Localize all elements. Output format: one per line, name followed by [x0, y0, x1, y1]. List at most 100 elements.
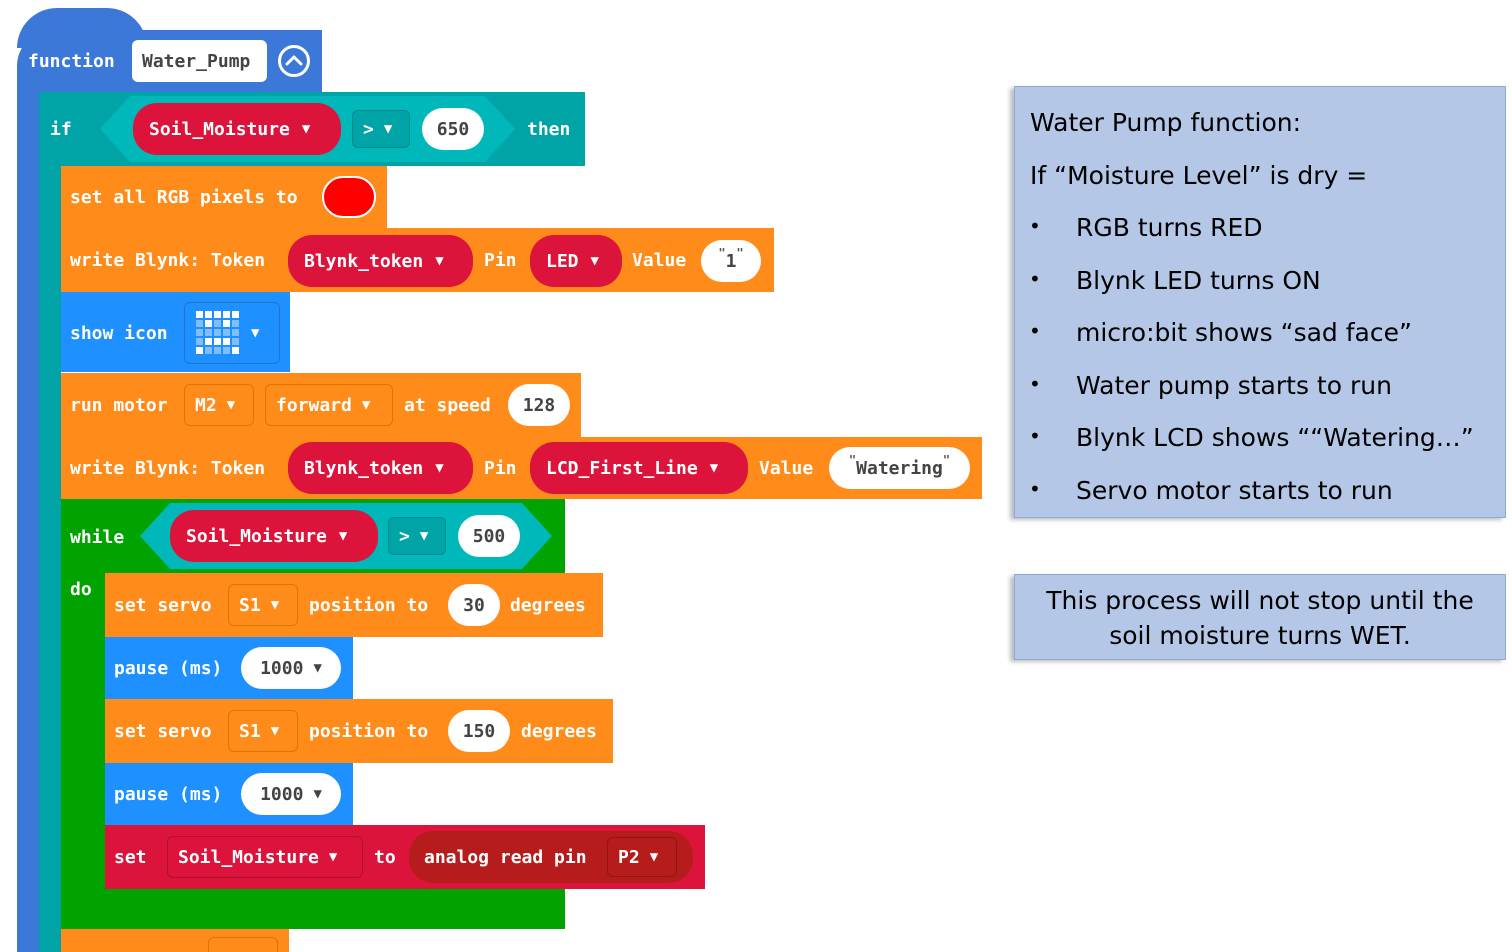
servo-angle-input[interactable]: 30 [448, 584, 500, 626]
chevron-down-icon: ▼ [709, 460, 719, 476]
function-keyword: function [28, 51, 115, 72]
blynk-pin-label: LED [546, 250, 579, 272]
bullet-icon: • [1029, 372, 1041, 396]
if-variable-dropdown[interactable]: Soil_Moisture ▼ [133, 103, 341, 155]
while-body-spine [61, 570, 105, 895]
pause-duration: 1000 [260, 657, 304, 679]
while-footer [61, 889, 565, 929]
if-operator-dropdown[interactable]: >▼ [352, 110, 410, 148]
speed-input[interactable]: 128 [508, 384, 570, 426]
blynk-token-dropdown-2[interactable]: Blynk_token ▼ [288, 442, 473, 494]
motor-dropdown[interactable]: M2▼ [184, 384, 254, 426]
servo-dropdown-2[interactable]: S1▼ [228, 710, 298, 752]
pin-label-2: Pin [484, 458, 517, 479]
blynk-write-prefix-2: write Blynk: Token [70, 458, 266, 479]
chevron-down-icon: ▼ [435, 253, 444, 269]
if-operator-label: > [363, 118, 374, 140]
servo-label: S1 [239, 594, 261, 616]
at-speed-label: at speed [404, 395, 491, 416]
analog-pin-dropdown[interactable]: P2 ▼ [607, 837, 677, 877]
blynk-token-label: Blynk_token [304, 250, 424, 272]
servo-dropdown[interactable]: S1 ▼ [228, 584, 298, 626]
set-servo-block-1[interactable] [105, 573, 603, 637]
while-operator-dropdown[interactable]: >▼ [388, 517, 446, 555]
blynk-write-lcd-block[interactable] [61, 437, 982, 499]
lcd-pin-label: LCD_First_Line [546, 457, 698, 479]
value-label: Value [632, 250, 687, 271]
sad-face-icon [196, 311, 239, 354]
chevron-down-icon: ▼ [649, 849, 659, 865]
chevron-down-icon: ▼ [270, 597, 280, 613]
pause-label: pause (ms) [114, 658, 223, 679]
set-variable-label: Soil_Moisture [178, 846, 319, 868]
chevron-down-icon: ▼ [435, 460, 444, 476]
chevron-down-icon: ▼ [361, 397, 371, 413]
chevron-down-icon: ▼ [383, 121, 393, 137]
set-variable-dropdown[interactable]: Soil_Moisture ▼ [167, 836, 363, 878]
blynk-pin-dropdown[interactable]: LED▼ [530, 235, 622, 287]
degrees-label-2: degrees [521, 721, 597, 742]
function-body-spine [17, 90, 39, 952]
note-bullet: RGB turns RED [1076, 213, 1263, 242]
then-keyword: then [527, 119, 571, 140]
blynk-value: 1 [725, 250, 737, 272]
blynk-value-input[interactable]: "1" [701, 240, 761, 282]
value-label-2: Value [759, 458, 814, 479]
bullet-icon: • [1029, 424, 1041, 448]
direction-dropdown[interactable]: forward▼ [265, 384, 393, 426]
collapse-icon[interactable] [278, 45, 310, 77]
if-variable-label: Soil_Moisture [149, 118, 290, 140]
lcd-value-input[interactable]: "Watering" [829, 447, 970, 489]
blynk-write-prefix: write Blynk: Token [70, 250, 266, 271]
next-block-slot [208, 937, 278, 952]
do-keyword: do [70, 579, 92, 600]
note-bullet: Servo motor starts to run [1076, 476, 1393, 505]
while-variable-label: Soil_Moisture [186, 525, 327, 547]
set-servo-block-2[interactable] [105, 699, 613, 763]
servo-label-2: S1 [239, 720, 261, 742]
close-quote: " [736, 246, 744, 260]
blynk-token-label-2: Blynk_token [304, 457, 424, 479]
while-threshold-value: 500 [472, 525, 506, 547]
set-servo-label: set servo [114, 595, 212, 616]
set-servo-label-2: set servo [114, 721, 212, 742]
chevron-down-icon: ▼ [419, 528, 429, 544]
lcd-value: Watering [856, 457, 943, 479]
pin-label: Pin [484, 250, 517, 271]
process-note: This process will not stop until the soi… [1014, 574, 1506, 660]
pause-label-2: pause (ms) [114, 784, 223, 805]
pause-duration-dropdown-2[interactable]: 1000▼ [241, 773, 341, 815]
note-bullet: micro:bit shows “sad face” [1076, 318, 1412, 347]
next-block-partial[interactable] [61, 929, 289, 952]
motor-label: M2 [195, 394, 217, 416]
while-operator-label: > [399, 525, 410, 547]
chevron-down-icon: ▼ [301, 121, 311, 137]
pause-duration-2: 1000 [260, 783, 304, 805]
lcd-pin-dropdown[interactable]: LCD_First_Line ▼ [530, 442, 748, 494]
explanation-note: Water Pump function: If “Moisture Level”… [1014, 86, 1506, 518]
servo-angle: 30 [463, 594, 485, 616]
position-to-label-2: position to [309, 721, 429, 742]
rgb-block-label: set all RGB pixels to [70, 187, 298, 208]
rgb-color-swatch[interactable] [322, 176, 376, 218]
process-note-line-1: This process will not stop until the [1046, 586, 1474, 615]
close-quote: " [942, 453, 951, 467]
function-name-field[interactable]: Water_Pump [132, 40, 267, 82]
chevron-down-icon: ▼ [328, 849, 338, 865]
while-keyword: while [70, 527, 125, 548]
run-motor-label: run motor [70, 395, 168, 416]
chevron-down-icon: ▼ [313, 660, 322, 676]
note-condition: If “Moisture Level” is dry = [1030, 161, 1368, 190]
analog-pin-label: P2 [618, 846, 640, 868]
note-bullet: Blynk LED turns ON [1076, 266, 1321, 295]
position-to-label: position to [309, 595, 429, 616]
pause-duration-dropdown[interactable]: 1000 ▼ [241, 647, 341, 689]
while-threshold-input[interactable]: 500 [458, 515, 520, 557]
analog-read-label: analog read pin [424, 846, 587, 868]
blynk-token-dropdown[interactable]: Blynk_token ▼ [288, 235, 473, 287]
icon-dropdown[interactable]: ▼ [184, 302, 280, 364]
servo-angle-2: 150 [462, 720, 496, 742]
servo-angle-input-2[interactable]: 150 [448, 710, 510, 752]
while-variable-dropdown[interactable]: Soil_Moisture▼ [170, 510, 378, 562]
if-threshold-input[interactable]: 650 [422, 108, 484, 150]
